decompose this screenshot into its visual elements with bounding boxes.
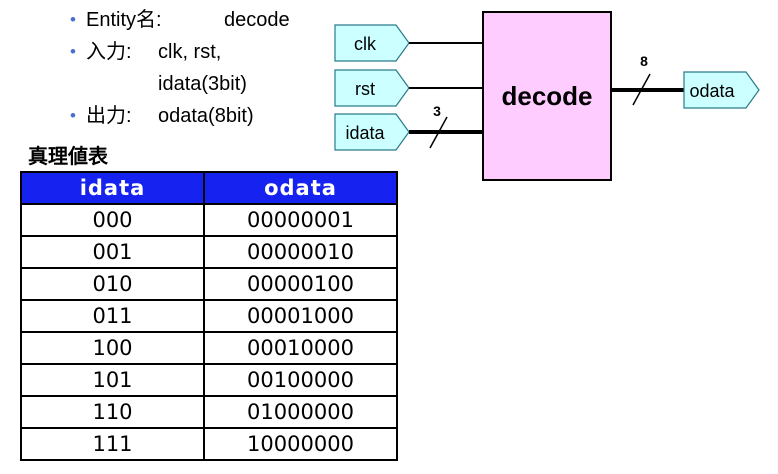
bullet-icon: • (70, 42, 76, 61)
idata-cell: 010 (20, 267, 205, 301)
spec-label: 出力: (86, 105, 132, 127)
spec-label: Entity名: (86, 9, 162, 31)
odata-bus-width: 8 (640, 53, 648, 69)
table-row: 011 00001000 (20, 299, 398, 333)
column-header-idata: idata (20, 171, 205, 205)
input-port-clk-label: clk (354, 34, 377, 54)
odata-cell: 00000001 (203, 203, 398, 237)
odata-cell: 00010000 (203, 331, 398, 365)
entity-box (482, 11, 612, 181)
odata-bus-slash (632, 73, 651, 106)
table-row: 010 00000100 (20, 267, 398, 301)
odata-cell: 00000010 (203, 235, 398, 269)
bullet-icon: • (70, 10, 76, 29)
input-port-rst-label: rst (355, 79, 375, 99)
table-row: 111 10000000 (20, 427, 398, 461)
spec-value: idata(3bit) (158, 73, 247, 95)
input-port-rst (334, 69, 410, 107)
odata-cell: 00001000 (203, 299, 398, 333)
table-row: 100 00010000 (20, 331, 398, 365)
idata-bus-slash (429, 116, 448, 149)
input-port-idata (334, 113, 410, 151)
truth-table-header-row: idata odata (20, 171, 398, 205)
spec-value: clk, rst, (158, 41, 222, 63)
column-header-odata: odata (203, 171, 398, 205)
input-port-clk (334, 24, 410, 62)
idata-cell: 001 (20, 235, 205, 269)
truth-table: idata odata 000 00000001 001 00000010 01… (20, 171, 398, 461)
idata-cell: 000 (20, 203, 205, 237)
odata-cell: 00000100 (203, 267, 398, 301)
idata-cell: 110 (20, 395, 205, 429)
idata-cell: 011 (20, 299, 205, 333)
table-row: 001 00000010 (20, 235, 398, 269)
entity-name-label: decode (501, 81, 592, 111)
odata-cell: 01000000 (203, 395, 398, 429)
idata-cell: 101 (20, 363, 205, 397)
spec-label: 入力: (86, 41, 132, 63)
table-row: 110 01000000 (20, 395, 398, 429)
bullet-icon: • (70, 106, 76, 125)
table-row: 000 00000001 (20, 203, 398, 237)
table-row: 101 00100000 (20, 363, 398, 397)
idata-cell: 100 (20, 331, 205, 365)
idata-cell: 111 (20, 427, 205, 461)
input-port-idata-label: idata (345, 123, 385, 143)
spec-value: odata(8bit) (158, 105, 254, 127)
output-port-odata-label: odata (689, 81, 735, 101)
truth-table-title: 真理値表 (28, 146, 108, 168)
odata-cell: 00100000 (203, 363, 398, 397)
odata-cell: 10000000 (203, 427, 398, 461)
spec-value: decode (224, 9, 290, 31)
output-port-odata (683, 71, 760, 109)
idata-bus-width: 3 (433, 103, 441, 119)
